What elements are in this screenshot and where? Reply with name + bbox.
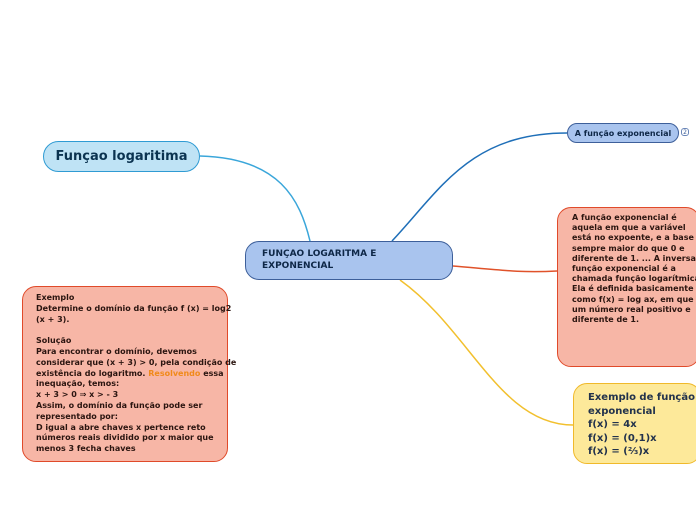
connector-to-logaritmo xyxy=(199,155,311,242)
solucao-line: existência do logaritmo. Resolvendo essa xyxy=(36,368,224,380)
topic-exponencial[interactable]: A função exponencial xyxy=(567,123,679,143)
solucao-line: inequação, temos: xyxy=(36,379,120,389)
solucao-line: Assim, o domínio da função pode ser xyxy=(36,400,203,410)
definicao-line: aquela em que a variável xyxy=(572,223,686,233)
topic-logaritmo[interactable]: Funçao logaritima xyxy=(43,141,200,172)
exemplo-line: Exemplo xyxy=(36,293,75,302)
topic-definicao[interactable]: A função exponencial é aquela em que a v… xyxy=(557,207,696,367)
collapsed-count-badge[interactable]: 2 xyxy=(681,128,689,136)
exemplo-line: (x + 3). xyxy=(36,314,70,324)
central-topic[interactable]: FUNÇAO LOGARITMA E EXPONENCIAL xyxy=(245,241,453,280)
solucao-line: D igual a abre chaves x pertence reto xyxy=(36,422,206,432)
topic-exponencial-label: A função exponencial xyxy=(574,128,672,138)
definicao-line: um número real positivo e xyxy=(572,304,691,314)
definicao-line: diferente de 1. ... A inversa da xyxy=(572,253,696,263)
exemplo-exp-line: f(x) = 4x xyxy=(588,419,637,430)
topic-exemplo-logaritmo[interactable]: Exemplo Determine o domínio da função f … xyxy=(22,286,237,462)
exemplo-exp-line: Exemplo de função xyxy=(588,392,695,403)
blank-line xyxy=(36,325,221,336)
definicao-line: como f(x) = log ax, em que a é xyxy=(572,294,696,304)
highlight-resolvendo: Resolvendo xyxy=(148,368,201,378)
connector-to-exponencial xyxy=(391,132,568,242)
topic-logaritmo-label: Funçao logaritima xyxy=(55,149,188,164)
connector-to-exemplo-exp xyxy=(399,279,574,426)
solucao-line: considerar que (x + 3) > 0, pela condiçã… xyxy=(36,357,237,367)
solucao-line: Solução xyxy=(36,336,72,346)
central-title-line1: FUNÇAO LOGARITMA E xyxy=(262,249,377,259)
solucao-line: representado por: xyxy=(36,411,118,421)
central-title-line2: EXPONENCIAL xyxy=(262,261,334,271)
definicao-line: sempre maior do que 0 e xyxy=(572,243,685,253)
definicao-line: diferente de 1. xyxy=(572,315,640,325)
definicao-line: está no expoente, e a base é xyxy=(572,233,696,243)
definicao-line: função exponencial é a xyxy=(572,264,676,274)
solucao-text: existência do logaritmo. xyxy=(36,368,149,378)
solucao-line: Para encontrar o domínio, devemos xyxy=(36,346,197,356)
solucao-text: essa xyxy=(200,368,224,378)
exemplo-exp-line: f(x) = (0,1)x xyxy=(588,432,657,444)
solucao-line: x + 3 > 0 ⇒ x > - 3 xyxy=(36,390,119,400)
topic-exemplo-exponencial[interactable]: Exemplo de função exponencial f(x) = 4x … xyxy=(573,383,696,464)
exemplo-line: Determine o domínio da função f (x) = lo… xyxy=(36,303,232,313)
definicao-line: chamada função logarítmica. xyxy=(572,274,696,284)
exemplo-exp-line: exponencial xyxy=(588,405,656,417)
solucao-line: menos 3 fecha chaves xyxy=(36,444,136,454)
definicao-line: A função exponencial é xyxy=(572,213,677,222)
definicao-line: Ela é definida basicamente xyxy=(572,284,694,294)
connector-to-definicao xyxy=(452,265,558,273)
exemplo-exp-line: f(x) = (⅔)x xyxy=(588,446,650,457)
solucao-line: números reais dividido por x maior que xyxy=(36,433,214,443)
